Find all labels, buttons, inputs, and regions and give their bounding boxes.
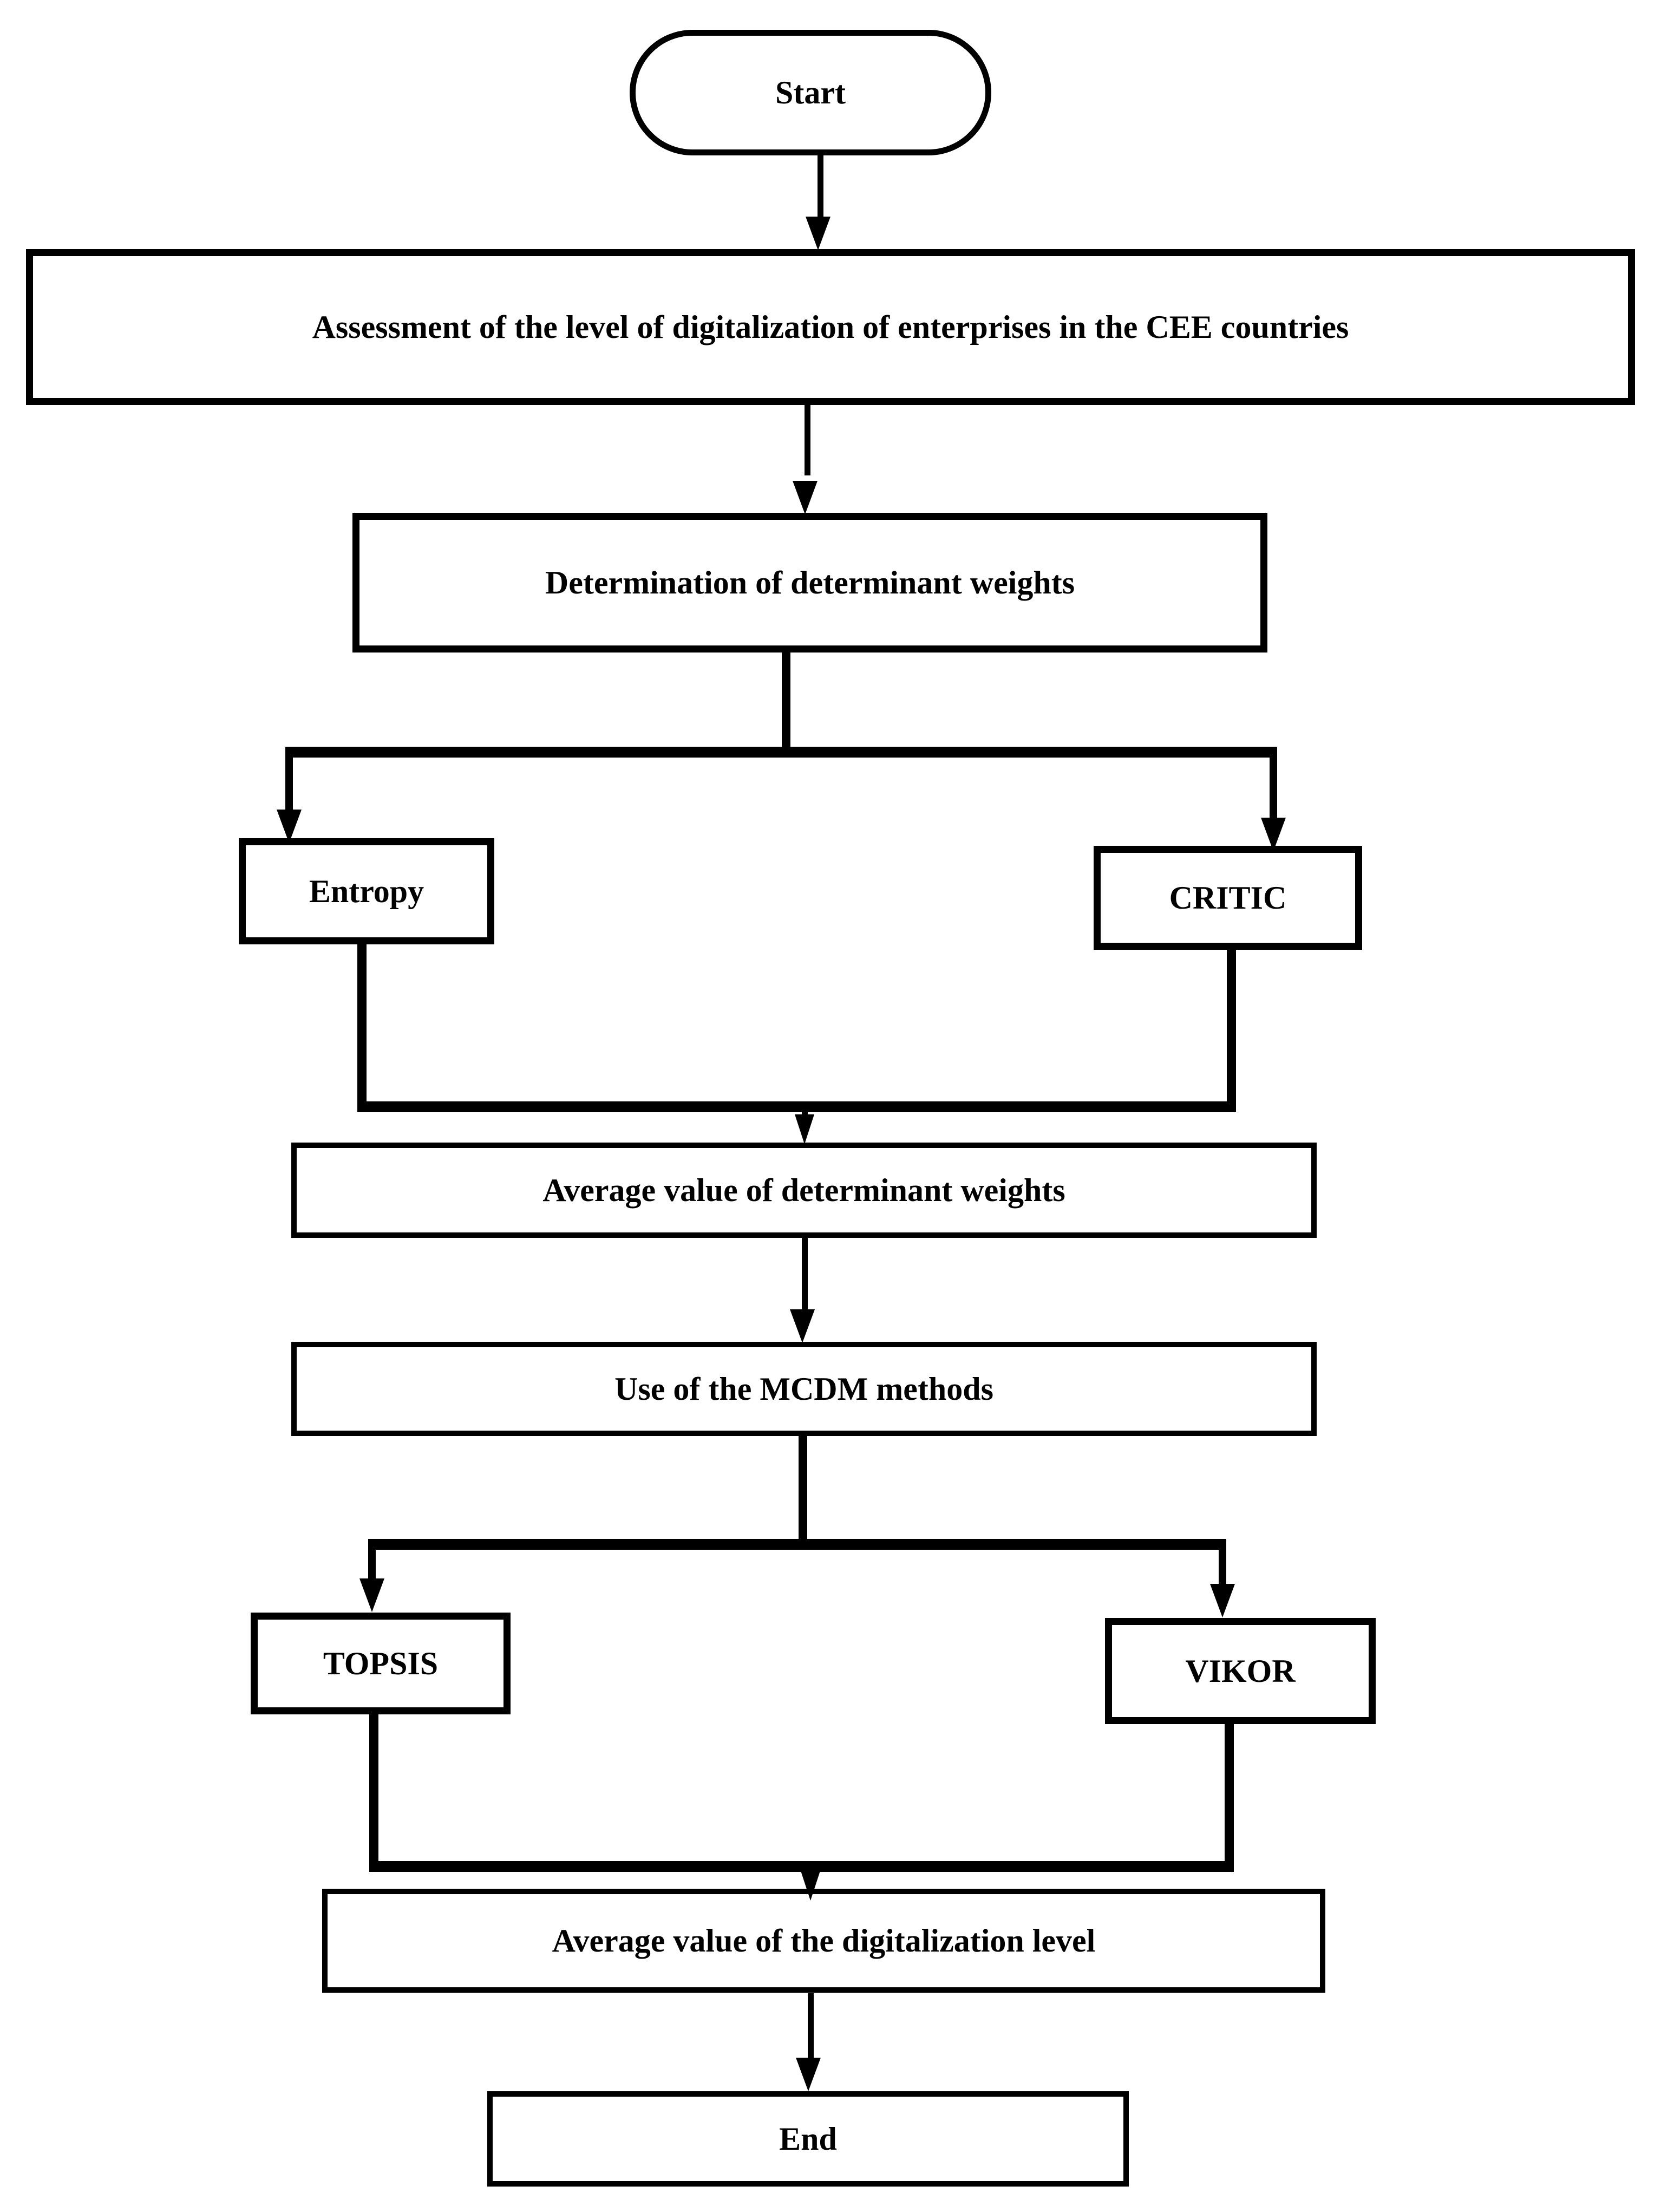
- node-determination-label: Determination of determinant weights: [545, 564, 1075, 601]
- edge-assessment-to-determination-line: [805, 405, 810, 475]
- edge-assessment-to-determination-arrow: [793, 481, 818, 514]
- edge-start-to-assessment-line: [818, 155, 823, 221]
- node-average-digitalization-level[interactable]: Average value of the digitalization leve…: [322, 1889, 1325, 1993]
- node-topsis[interactable]: TOPSIS: [251, 1613, 511, 1714]
- edge-weights-merge-bar: [357, 1101, 1236, 1112]
- edge-start-to-assessment-arrow: [806, 217, 830, 250]
- edge-split-to-vikor-arrow: [1210, 1584, 1235, 1617]
- edge-split-to-entropy-line: [285, 747, 293, 817]
- edge-entropy-to-merge-line: [357, 944, 367, 1111]
- node-critic[interactable]: CRITIC: [1094, 846, 1362, 950]
- edge-split-to-critic-arrow: [1261, 818, 1286, 851]
- node-critic-label: CRITIC: [1169, 879, 1287, 916]
- node-mcdm-methods-label: Use of the MCDM methods: [614, 1371, 993, 1407]
- edge-mcdm-split-bar: [368, 1539, 1226, 1550]
- node-end-label: End: [779, 2120, 837, 2157]
- edge-average-weights-to-mcdm-arrow: [790, 1309, 815, 1343]
- edge-merge-to-average-level-arrow: [801, 1871, 820, 1901]
- edge-average-weights-to-mcdm-line: [802, 1238, 808, 1311]
- edge-critic-to-merge-line: [1227, 950, 1236, 1111]
- edge-determination-stem: [782, 652, 790, 753]
- edge-split-to-topsis-arrow: [359, 1578, 384, 1612]
- node-start-label: Start: [775, 74, 846, 110]
- edge-determination-split-bar: [285, 747, 1277, 758]
- edge-mcdm-stem: [799, 1436, 807, 1547]
- edge-average-level-to-end-line: [808, 1993, 814, 2061]
- node-average-digitalization-level-label: Average value of the digitalization leve…: [552, 1922, 1096, 1959]
- node-assessment[interactable]: Assessment of the level of digitalizatio…: [26, 249, 1635, 405]
- node-end[interactable]: End: [487, 2091, 1129, 2187]
- node-average-determinant-weights[interactable]: Average value of determinant weights: [291, 1143, 1317, 1238]
- edge-split-to-entropy-arrow: [277, 810, 302, 843]
- edge-vikor-to-merge-line: [1225, 1724, 1234, 1871]
- edge-split-to-topsis-line: [368, 1539, 376, 1585]
- edge-split-to-vikor-line: [1219, 1539, 1226, 1590]
- node-start[interactable]: Start: [630, 30, 991, 155]
- node-assessment-label: Assessment of the level of digitalizatio…: [312, 309, 1349, 345]
- node-average-determinant-weights-label: Average value of determinant weights: [542, 1172, 1065, 1208]
- node-vikor-label: VIKOR: [1185, 1653, 1296, 1689]
- node-entropy[interactable]: Entropy: [239, 838, 494, 944]
- node-determination[interactable]: Determination of determinant weights: [352, 513, 1267, 652]
- edge-average-level-to-end-arrow: [796, 2058, 821, 2091]
- edge-split-to-critic-line: [1270, 747, 1277, 825]
- edge-topsis-to-merge-line: [369, 1714, 378, 1871]
- node-vikor[interactable]: VIKOR: [1105, 1618, 1376, 1724]
- node-mcdm-methods[interactable]: Use of the MCDM methods: [291, 1342, 1317, 1436]
- edge-level-merge-bar: [369, 1861, 1234, 1872]
- node-entropy-label: Entropy: [309, 873, 424, 909]
- node-topsis-label: TOPSIS: [323, 1645, 439, 1681]
- edge-merge-to-average-weights-arrow: [795, 1114, 814, 1144]
